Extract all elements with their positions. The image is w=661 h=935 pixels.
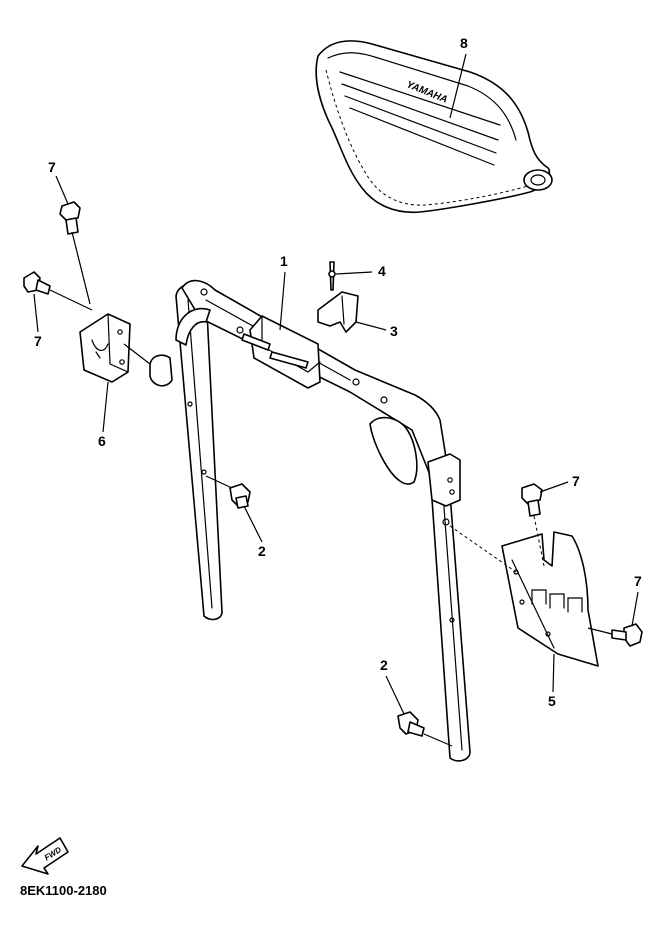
d-ring bbox=[149, 354, 173, 387]
callout-2-a: 2 bbox=[258, 543, 266, 559]
callout-2-b: 2 bbox=[380, 657, 388, 673]
assembly-line-7-d bbox=[587, 627, 613, 635]
callout-6: 6 bbox=[98, 433, 106, 449]
pin bbox=[328, 261, 336, 291]
callout-4: 4 bbox=[378, 263, 386, 279]
assembly-line-2-a bbox=[205, 475, 233, 489]
bolt-2-lower bbox=[397, 711, 425, 737]
leader-7-a bbox=[55, 175, 69, 205]
bolt-2-middle bbox=[229, 483, 251, 509]
seat: YAMAHA bbox=[315, 40, 553, 214]
assembly-line-7-b bbox=[49, 289, 93, 311]
assembly-line-7-a bbox=[71, 231, 91, 305]
assembly-line-2-b bbox=[423, 733, 453, 747]
callout-7-d: 7 bbox=[634, 573, 642, 589]
clip bbox=[317, 291, 359, 333]
drawing-code: 8EK1100-2180 bbox=[20, 883, 107, 898]
callout-1: 1 bbox=[280, 253, 288, 269]
leader-4 bbox=[335, 271, 373, 275]
leader-2-a bbox=[243, 505, 263, 543]
fwd-arrow-icon: FWD bbox=[21, 837, 69, 875]
leader-3 bbox=[355, 321, 387, 331]
leader-8 bbox=[449, 53, 467, 119]
bolt-7-right bbox=[611, 623, 643, 647]
leader-2-b bbox=[385, 675, 405, 715]
bolt-7-left bbox=[23, 271, 51, 295]
callout-7-b: 7 bbox=[34, 333, 42, 349]
assembly-line-5 bbox=[449, 525, 517, 573]
leader-7-c bbox=[539, 481, 569, 493]
leader-5 bbox=[552, 653, 555, 693]
leader-7-b bbox=[33, 293, 39, 333]
leader-1 bbox=[279, 271, 286, 331]
assembly-line-7-c bbox=[533, 515, 545, 567]
bolt-7-top-left bbox=[59, 201, 81, 235]
mounting-plate bbox=[501, 531, 599, 667]
callout-7-a: 7 bbox=[48, 159, 56, 175]
callout-7-c: 7 bbox=[572, 473, 580, 489]
bolt-7-right-top bbox=[521, 483, 543, 517]
leader-7-d bbox=[631, 591, 639, 627]
assembly-line-d-ring bbox=[123, 343, 151, 365]
callout-3: 3 bbox=[390, 323, 398, 339]
left-bracket bbox=[79, 313, 131, 383]
callout-5: 5 bbox=[548, 693, 556, 709]
callout-8: 8 bbox=[460, 35, 468, 51]
leader-6 bbox=[102, 381, 109, 433]
handle-frame bbox=[175, 279, 471, 762]
